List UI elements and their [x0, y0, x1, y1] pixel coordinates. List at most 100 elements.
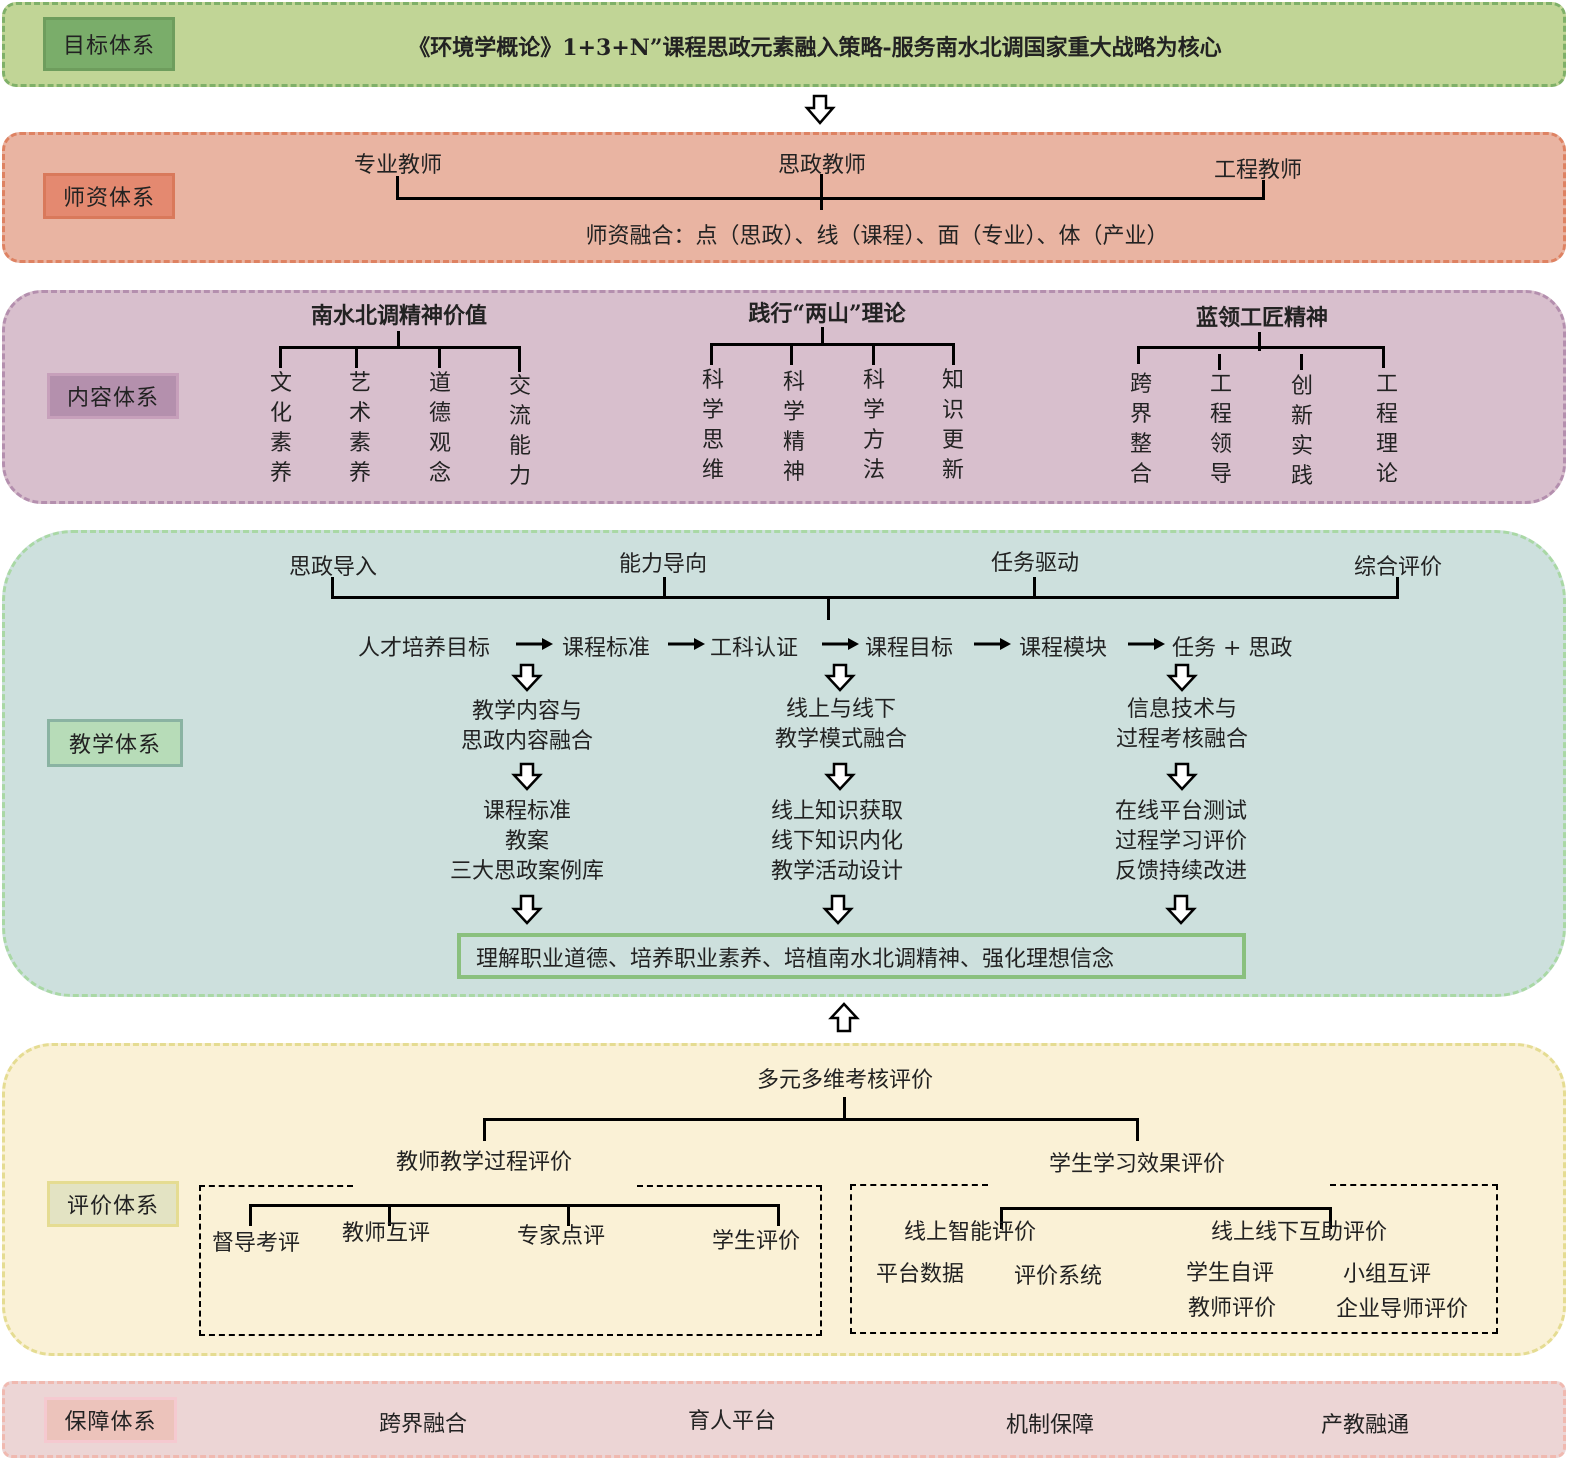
flow-step: 课程标准	[562, 636, 651, 661]
support-item: 跨界融合	[378, 1412, 468, 1437]
blended-eval-item: 企业导师评价	[1336, 1297, 1469, 1322]
teacher-ideology: 思政教师	[777, 153, 867, 178]
connector	[827, 596, 830, 620]
online-eval-title: 线上智能评价	[904, 1220, 1037, 1245]
teacher-eval-item: 教师互评	[342, 1221, 431, 1246]
faculty-tag: 师资体系	[43, 173, 175, 219]
teaching-top-item: 能力导向	[618, 552, 708, 577]
teacher-eval-title: 教师教学过程评价	[395, 1150, 573, 1175]
line: 课程标准	[482, 799, 572, 824]
connector	[1137, 346, 1385, 349]
connector	[279, 346, 282, 368]
line: 三大思政案例库	[449, 859, 605, 884]
line: 教学活动设计	[770, 859, 904, 884]
teaching-level1: 信息技术与过程考核融合	[1116, 695, 1248, 755]
down-arrow-icon	[511, 762, 543, 791]
connector	[820, 174, 823, 210]
connector	[952, 343, 955, 365]
content-group-title: 践行“两山”理论	[748, 301, 906, 327]
frame-top-left	[850, 1184, 988, 1186]
down-arrow-icon	[1165, 894, 1197, 925]
blended-eval-title: 线上线下互助评价	[1211, 1220, 1388, 1245]
teaching-top-item: 思政导入	[288, 555, 378, 580]
content-band	[2, 290, 1566, 504]
teaching-level2: 在线平台测试过程学习评价反馈持续改进	[1115, 797, 1247, 887]
connector	[710, 343, 713, 365]
support-item: 机制保障	[1005, 1413, 1095, 1438]
support-tag: 保障体系	[44, 1397, 177, 1443]
teaching-top-item: 综合评价	[1353, 555, 1443, 580]
teaching-level2: 线上知识获取线下知识内化教学活动设计	[771, 797, 903, 887]
content-item: 跨界整合	[1129, 372, 1152, 487]
connector	[396, 176, 399, 200]
down-arrow-icon	[511, 894, 543, 925]
connector	[1300, 354, 1303, 370]
connector	[872, 343, 875, 365]
connector	[438, 346, 441, 368]
connector	[843, 1097, 846, 1119]
right-arrow-icon	[516, 638, 553, 650]
content-item: 交流能力	[508, 374, 531, 489]
frame-top-right	[1330, 1184, 1498, 1186]
teaching-level1: 线上与线下教学模式融合	[775, 695, 907, 755]
down-arrow-icon	[804, 94, 836, 125]
connector	[331, 596, 1399, 599]
blended-eval-item: 教师评价	[1188, 1296, 1277, 1321]
right-arrow-icon	[1128, 638, 1165, 650]
content-item: 工程理论	[1375, 372, 1398, 487]
content-item: 创新实践	[1290, 374, 1313, 489]
student-eval-title: 学生学习效果评价	[1048, 1152, 1226, 1177]
goal-tag: 目标体系	[43, 17, 175, 71]
connector	[663, 577, 666, 599]
flow-step: 人才培养目标	[358, 636, 491, 661]
support-item: 育人平台	[687, 1409, 777, 1434]
connector	[710, 343, 955, 346]
connector	[249, 1204, 780, 1207]
blended-eval-item: 小组互评	[1343, 1262, 1432, 1287]
teacher-eval-item: 督导考评	[212, 1231, 301, 1256]
connector	[1218, 354, 1221, 370]
outcome-box	[457, 933, 1246, 979]
line: 线上与线下	[785, 697, 897, 722]
connector	[331, 577, 334, 599]
content-tag: 内容体系	[47, 373, 179, 419]
connector	[1137, 346, 1140, 364]
connector	[1000, 1207, 1332, 1210]
connector	[483, 1118, 1139, 1121]
connector	[1382, 346, 1385, 368]
content-item: 科学精神	[782, 370, 805, 485]
connector	[1033, 577, 1036, 599]
teacher-engineering: 工程教师	[1213, 158, 1303, 183]
teaching-band	[2, 530, 1566, 997]
teacher-eval-item: 专家点评	[517, 1224, 606, 1249]
connector	[790, 343, 793, 365]
content-item: 工程领导	[1209, 372, 1232, 487]
line: 反馈持续改进	[1114, 859, 1248, 884]
connector	[1136, 1118, 1139, 1141]
connector	[483, 1118, 486, 1141]
teacher-eval-item: 学生评价	[712, 1229, 801, 1254]
student-eval-frame	[850, 1184, 1498, 1334]
teacher-professional: 专业教师	[353, 153, 443, 178]
line: 信息技术与	[1126, 697, 1238, 722]
support-item: 产教融通	[1320, 1413, 1410, 1438]
line: 思政内容融合	[460, 729, 594, 754]
teacher-eval-frame	[199, 1185, 822, 1336]
line: 过程考核融合	[1115, 727, 1249, 752]
up-arrow-icon	[828, 1002, 860, 1033]
connector	[1396, 577, 1399, 599]
content-item: 文化素养	[269, 371, 292, 486]
frame-top-right	[637, 1185, 822, 1187]
down-arrow-icon	[1166, 663, 1198, 692]
connector	[518, 346, 521, 372]
connector	[396, 197, 1265, 200]
connector	[1262, 180, 1265, 200]
content-item: 道德观念	[428, 371, 451, 486]
content-group-title: 南水北调精神价值	[310, 303, 488, 329]
teaching-top-item: 任务驱动	[990, 551, 1080, 576]
line: 过程学习评价	[1114, 829, 1248, 854]
down-arrow-icon	[511, 663, 543, 692]
connector	[567, 1204, 570, 1226]
down-arrow-icon	[822, 894, 854, 925]
content-item: 知识更新	[941, 368, 964, 483]
